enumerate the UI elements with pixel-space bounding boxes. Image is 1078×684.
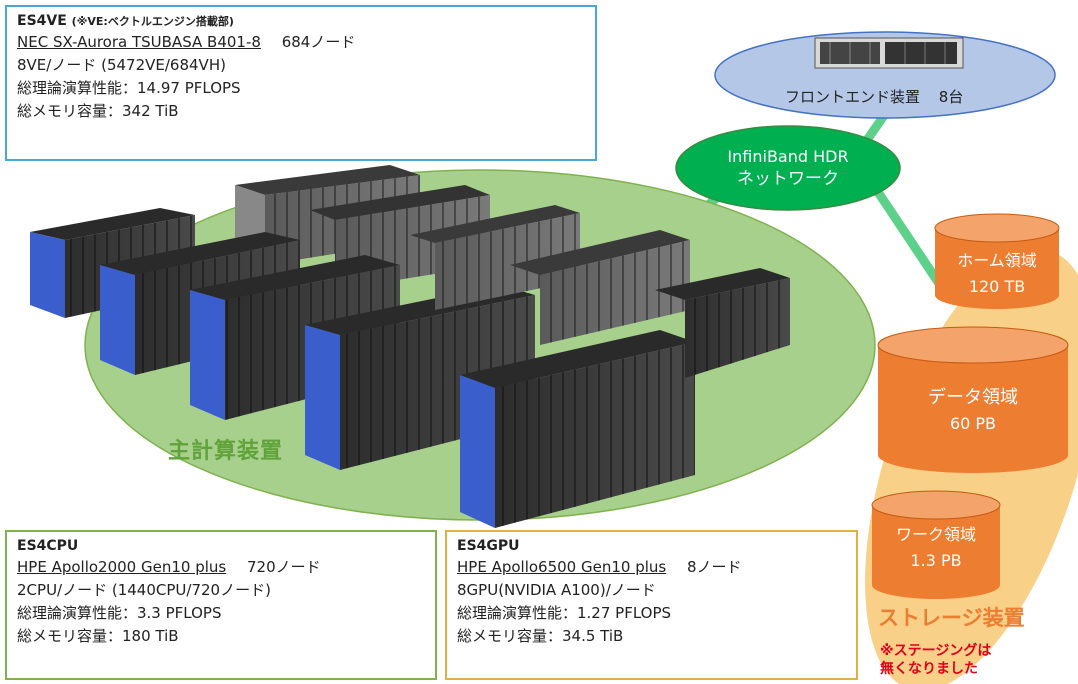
es4ve-nodes: 684ノード xyxy=(281,33,356,51)
work-name: ワーク領域 xyxy=(895,525,976,544)
frontend-name: フロントエンド装置 xyxy=(785,88,921,106)
home-name: ホーム領域 xyxy=(957,251,1037,270)
staging-note-line2: 無くなりました xyxy=(880,661,978,677)
es4cpu-perf: 総理論演算性能：3.3 PFLOPS xyxy=(17,604,222,622)
es4cpu-box: ES4CPU HPE Apollo2000 Gen10 plus 720ノード … xyxy=(5,530,437,680)
home-cylinder xyxy=(934,213,1060,309)
network-area xyxy=(675,125,901,211)
frontend-label: フロントエンド装置 8台 xyxy=(785,86,963,107)
es4gpu-nodes: 8ノード xyxy=(687,558,742,576)
es4cpu-per-node: 2CPU/ノード (1440CPU/720ノード) xyxy=(17,581,271,599)
staging-note-line1: ※ステージングは xyxy=(880,643,992,659)
es4ve-per-node: 8VE/ノード (5472VE/684VH) xyxy=(17,56,226,74)
data-cylinder xyxy=(877,326,1069,473)
es4ve-box: ES4VE (※VE:ベクトルエンジン搭載部) NEC SX-Aurora TS… xyxy=(5,5,597,161)
es4ve-title-note: (※VE:ベクトルエンジン搭載部) xyxy=(71,15,234,28)
network-line2: ネットワーク xyxy=(737,169,839,189)
data-size: 60 PB xyxy=(949,414,997,433)
storage-cylinders xyxy=(871,213,1069,599)
es4gpu-per-node: 8GPU(NVIDIA A100)/ノード xyxy=(457,581,656,599)
es4gpu-memory: 総メモリ容量：34.5 TiB xyxy=(457,627,624,645)
network-line1: InfiniBand HDR xyxy=(727,147,849,166)
es4gpu-perf: 総理論演算性能：1.27 PFLOPS xyxy=(457,604,672,622)
es4ve-title: ES4VE xyxy=(17,13,67,29)
home-size: 120 TB xyxy=(968,277,1026,296)
network-label: InfiniBand HDR ネットワーク xyxy=(690,146,886,190)
work-cylinder xyxy=(871,490,1001,599)
main-compute-label: 主計算装置 xyxy=(168,439,284,464)
rack-rows xyxy=(30,165,790,528)
es4ve-memory: 総メモリ容量：342 TiB xyxy=(17,102,179,120)
es4gpu-box: ES4GPU HPE Apollo6500 Gen10 plus 8ノード 8G… xyxy=(445,530,858,680)
data-label: データ領域 60 PB xyxy=(878,385,1068,437)
es4ve-model: NEC SX-Aurora TSUBASA B401-8 xyxy=(17,33,261,51)
work-size: 1.3 PB xyxy=(910,551,962,570)
es4ve-perf: 総理論演算性能：14.97 PFLOPS xyxy=(17,79,241,97)
work-label: ワーク領域 1.3 PB xyxy=(872,522,1000,574)
frontend-server-icon xyxy=(814,37,964,69)
staging-note: ※ステージングは 無くなりました xyxy=(880,642,991,678)
home-label: ホーム領域 120 TB xyxy=(935,248,1059,300)
storage-label: ストレージ装置 xyxy=(878,606,1025,630)
es4cpu-title: ES4CPU xyxy=(17,538,79,554)
es4cpu-nodes: 720ノード xyxy=(247,558,321,576)
es4gpu-title: ES4GPU xyxy=(457,538,520,554)
data-name: データ領域 xyxy=(928,387,1018,408)
es4cpu-memory: 総メモリ容量：180 TiB xyxy=(17,627,179,645)
es4gpu-model: HPE Apollo6500 Gen10 plus xyxy=(457,558,667,576)
frontend-area xyxy=(714,31,1056,119)
frontend-count: 8台 xyxy=(938,88,964,106)
es4cpu-model: HPE Apollo2000 Gen10 plus xyxy=(17,558,227,576)
